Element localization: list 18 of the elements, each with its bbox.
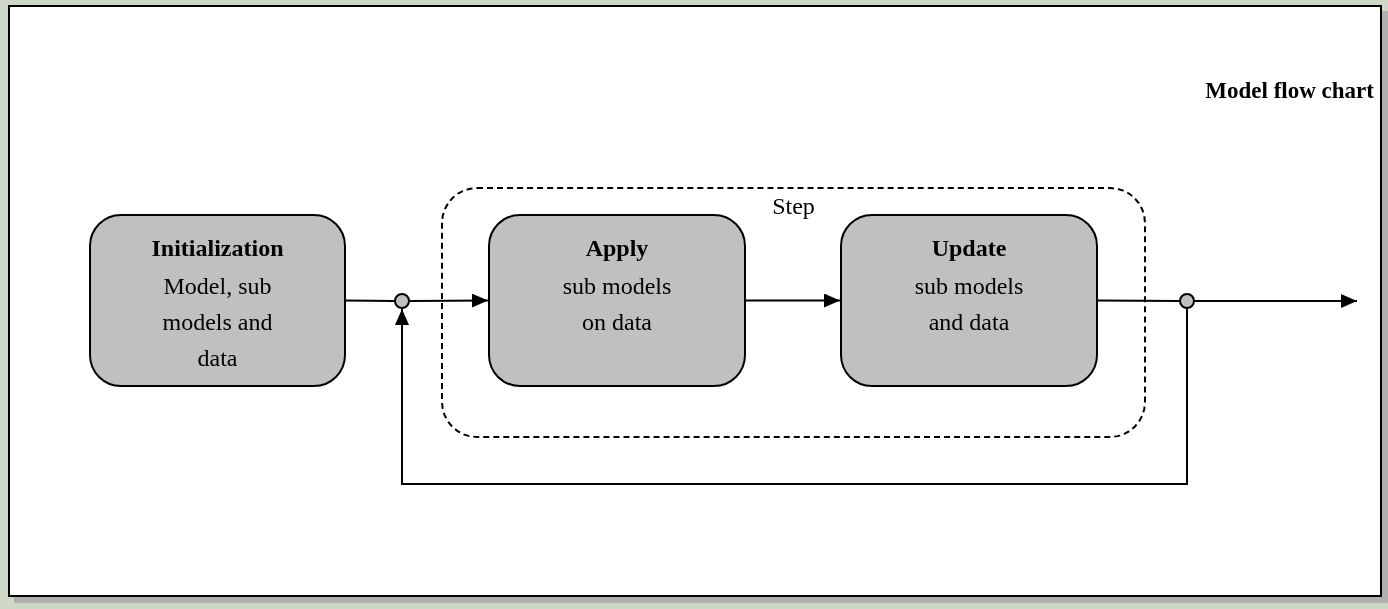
process-box: [89, 214, 346, 387]
group-label: Step: [771, 192, 816, 221]
arrow: [1194, 294, 1358, 308]
arrow: [395, 308, 1188, 485]
box-heading: Apply: [585, 234, 649, 263]
process-box: [840, 214, 1098, 387]
process-box: [488, 214, 746, 387]
box-heading: Initialization: [151, 234, 284, 263]
chart-title: Model flow chart: [1205, 78, 1374, 104]
box-text: sub models and data: [913, 272, 1025, 337]
box-text: sub models on data: [561, 272, 673, 337]
box-heading: Update: [931, 234, 1007, 263]
dashed-group-box: [441, 187, 1146, 438]
arrow: [409, 293, 489, 308]
arrow: [745, 293, 841, 308]
connector-line: [1097, 299, 1180, 302]
box-text: Model, sub models and data: [161, 272, 274, 373]
connector-line: [345, 299, 395, 302]
